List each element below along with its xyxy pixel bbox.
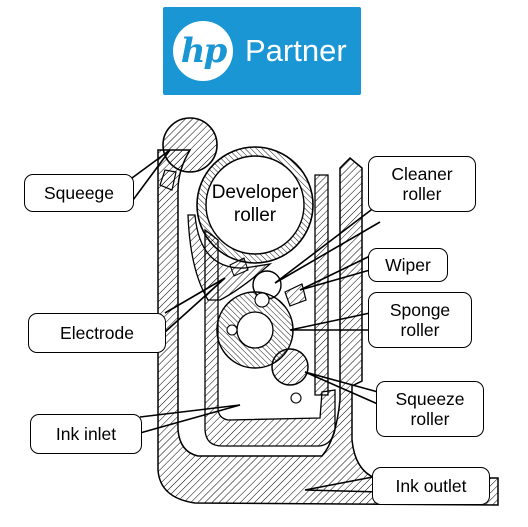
wiper-label: Wiper [368, 248, 448, 282]
ink-inlet-callout [139, 404, 241, 434]
right-wall [314, 174, 329, 396]
sponge-roller-inner [236, 311, 274, 349]
squeeze-roller-label: Squeeze roller [376, 381, 484, 437]
electrode-callout [164, 277, 226, 333]
wiper-callout [299, 255, 371, 291]
hp-partner-logo: hp Partner [163, 7, 361, 95]
cleaner-callout [274, 206, 381, 284]
partner-word: Partner [245, 33, 347, 68]
squeeze-roller [271, 348, 309, 386]
sponge-callout [289, 312, 371, 331]
electrode-label: Electrode [28, 313, 166, 353]
outer-housing [157, 149, 499, 506]
cleaner-roller-label: Cleaner roller [368, 156, 476, 212]
wiper-blade [284, 283, 307, 307]
hp-logo-circle [173, 21, 233, 81]
electrode-plate [187, 214, 273, 301]
ink-outlet-callout [304, 475, 381, 493]
callout-lines [131, 149, 381, 493]
developer-roller-label: Developer roller [211, 182, 299, 226]
squeegee-callout [131, 149, 171, 201]
squeegee-label: Squeege [24, 174, 134, 212]
inner-channel [204, 228, 336, 447]
ink-outlet-label: Ink outlet [372, 467, 490, 505]
squeegee-ball [162, 117, 218, 173]
hp-logo-mark: hp [180, 31, 228, 71]
developer-roller-core [205, 155, 305, 255]
squeeze-callout [304, 371, 381, 406]
sponge-roller-label: Sponge roller [368, 292, 472, 348]
ink-inlet-label: Ink inlet [30, 414, 142, 454]
